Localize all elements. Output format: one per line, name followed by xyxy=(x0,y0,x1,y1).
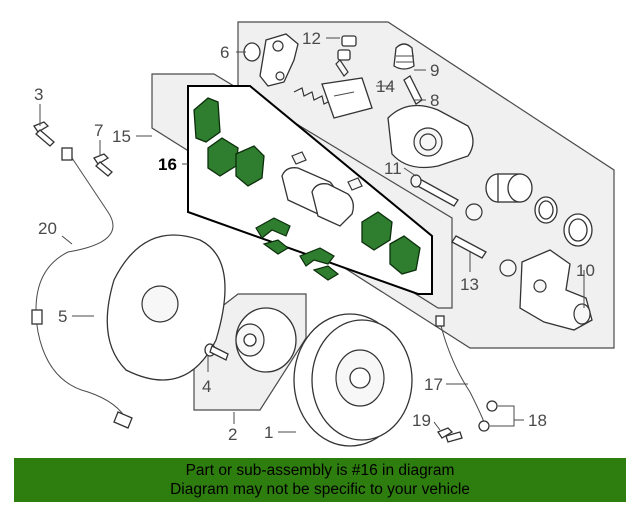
callout-6: 6 xyxy=(220,43,229,62)
caliper-bracket-part xyxy=(259,33,299,87)
callout-10: 10 xyxy=(576,261,595,280)
callout-20: 20 xyxy=(38,219,57,238)
leader-lines xyxy=(39,37,585,433)
banner-line-1: Part or sub-assembly is #16 in diagram xyxy=(185,462,455,479)
bolt-part-7 xyxy=(93,153,113,177)
piston-part xyxy=(485,173,533,203)
callout-1: 1 xyxy=(264,423,273,442)
callout-14: 14 xyxy=(376,77,395,96)
callout-5: 5 xyxy=(58,307,67,326)
dust-shield-part-5 xyxy=(106,234,226,381)
callout-18: 18 xyxy=(528,411,547,430)
shim-part xyxy=(281,167,354,227)
callout-16: 16 xyxy=(158,155,177,174)
hub-bearing-part-2 xyxy=(235,307,297,373)
parts-diagram: 3 7 20 5 4 2 1 6 12 9 14 8 15 16 11 13 1… xyxy=(31,21,615,447)
bolt-part-4 xyxy=(204,343,229,361)
bolt-part-3 xyxy=(33,121,55,147)
callout-3: 3 xyxy=(34,85,43,104)
clip-part-a xyxy=(291,151,307,165)
spring-part xyxy=(293,87,333,105)
washer-part-18 xyxy=(478,400,498,432)
callout-2: 2 xyxy=(228,425,237,444)
bracket-clip-part-14 xyxy=(321,77,373,119)
callout-12: 12 xyxy=(302,29,321,48)
callout-15: 15 xyxy=(112,127,131,146)
rotor-part-1 xyxy=(293,313,413,447)
callout-7: 7 xyxy=(94,121,103,140)
boot-small-part xyxy=(465,203,483,221)
caliper-body-part xyxy=(387,104,474,169)
callout-9: 9 xyxy=(430,61,439,80)
seal-part xyxy=(534,196,558,224)
caliper-housing-part-10 xyxy=(519,249,593,331)
callout-13: 13 xyxy=(460,275,479,294)
callout-17: 17 xyxy=(424,375,443,394)
boot-part-13 xyxy=(499,259,517,277)
callout-19: 19 xyxy=(412,411,431,430)
dust-boot-part xyxy=(563,213,593,247)
brake-pad-set xyxy=(193,97,421,281)
info-banner: Part or sub-assembly is #16 in diagram D… xyxy=(14,458,626,502)
callouts: 3 7 20 5 4 2 1 6 12 9 14 8 15 16 11 13 1… xyxy=(34,29,595,444)
boot-part-9 xyxy=(393,43,415,70)
callout-8: 8 xyxy=(430,91,439,110)
clip-part-b xyxy=(347,177,363,191)
banner-line-2: Diagram may not be specific to your vehi… xyxy=(170,481,470,498)
guide-pin-part-11 xyxy=(410,174,459,207)
callout-11: 11 xyxy=(384,159,402,178)
brake-hose-part-17 xyxy=(435,315,485,423)
bolt-part-12 xyxy=(335,35,357,77)
bolt-part-6 xyxy=(243,42,261,62)
guide-pin-part-13 xyxy=(451,235,487,259)
bolt-part-19 xyxy=(437,427,463,443)
callout-4: 4 xyxy=(202,377,211,396)
sensor-wire-part-20 xyxy=(31,147,133,429)
